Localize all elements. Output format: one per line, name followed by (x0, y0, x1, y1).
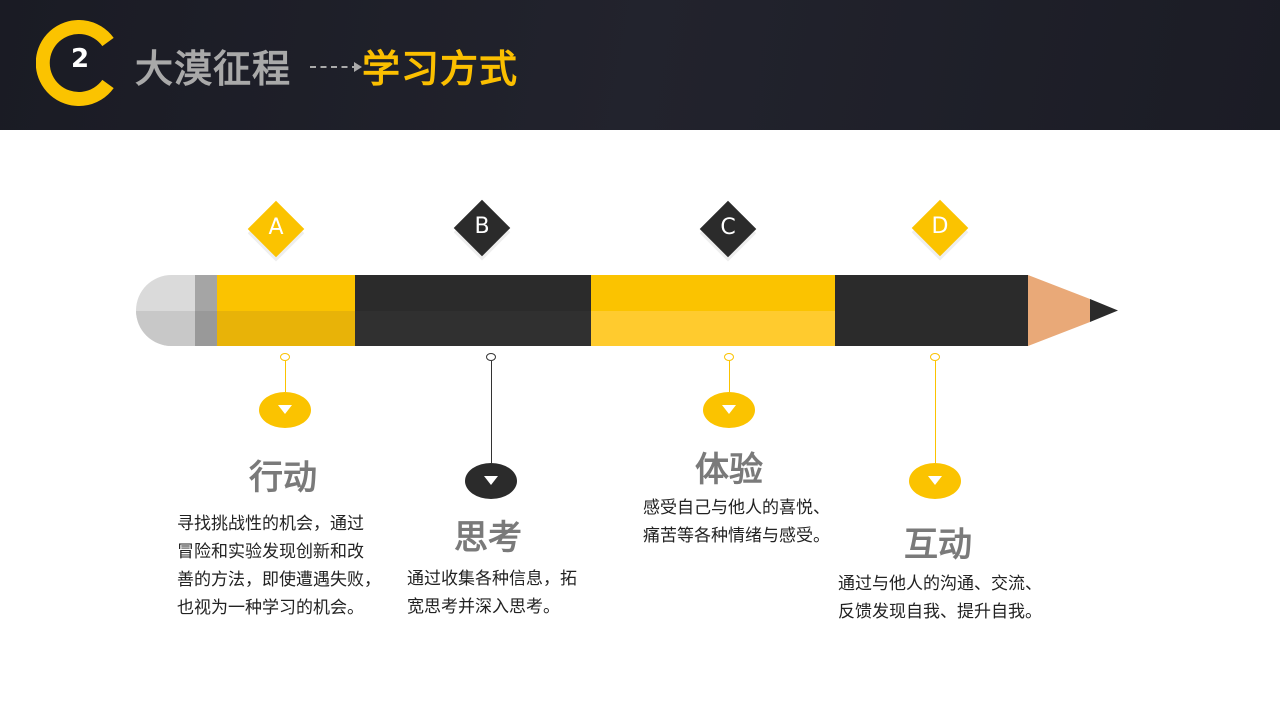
description-a: 寻找挑战性的机会，通过 冒险和实验发现创新和改 善的方法，即使遭遇失败， 也视为… (177, 510, 381, 622)
text-line: 也视为一种学习的机会。 (177, 598, 364, 618)
connector-line-d (935, 361, 936, 463)
arrow-down-icon-d (909, 463, 961, 499)
dashed-arrow-icon (310, 62, 362, 72)
connector-line-c (729, 361, 730, 392)
connector-line-a (285, 361, 286, 392)
connector-dot-a (280, 353, 290, 361)
diamond-label-a: A (268, 215, 284, 240)
text-line: 宽思考并深入思考。 (407, 597, 560, 617)
connector-line-b (491, 361, 492, 463)
pencil-segment-d (835, 275, 1028, 346)
pencil-segment-b (355, 275, 591, 346)
diamond-label-c: C (720, 215, 736, 240)
title-gray: 大漠征程 (135, 47, 292, 91)
arrow-down-icon-c (703, 392, 755, 428)
header-bar: 2 大漠征程 学习方式 (0, 0, 1280, 130)
description-c: 感受自己与他人的喜悦、 痛苦等各种情绪与感受。 (643, 494, 830, 550)
text-line: 反馈发现自我、提升自我。 (838, 602, 1042, 622)
pencil-eraser (136, 275, 196, 346)
pencil-ferrule (195, 275, 217, 346)
section-c-icon (36, 20, 114, 106)
title-a: 行动 (249, 458, 317, 498)
diamond-label-d: D (931, 214, 949, 239)
text-line: 通过与他人的沟通、交流、 (838, 574, 1042, 594)
connector-dot-b (486, 353, 496, 361)
arrow-down-icon-a (259, 392, 311, 428)
text-line: 寻找挑战性的机会，通过 (177, 514, 364, 534)
text-line: 冒险和实验发现创新和改 (177, 542, 364, 562)
description-d: 通过与他人的沟通、交流、 反馈发现自我、提升自我。 (838, 570, 1042, 626)
pencil-segment-a (217, 275, 355, 346)
diamond-label-b: B (474, 214, 490, 239)
title-b: 思考 (454, 518, 522, 558)
arrow-down-icon-b (465, 463, 517, 499)
text-line: 痛苦等各种情绪与感受。 (643, 526, 830, 546)
connector-dot-c (724, 353, 734, 361)
text-line: 感受自己与他人的喜悦、 (643, 498, 830, 518)
section-number: 2 (70, 44, 90, 74)
pencil-tip (1028, 275, 1118, 346)
connector-dot-d (930, 353, 940, 361)
text-line: 通过收集各种信息，拓 (407, 569, 577, 589)
description-b: 通过收集各种信息，拓 宽思考并深入思考。 (407, 565, 577, 621)
text-line: 善的方法，即使遭遇失败， (177, 570, 381, 590)
title-c: 体验 (695, 450, 763, 490)
title-yellow: 学习方式 (362, 47, 519, 91)
title-d: 互动 (904, 525, 972, 565)
pencil-segment-c (591, 275, 835, 346)
